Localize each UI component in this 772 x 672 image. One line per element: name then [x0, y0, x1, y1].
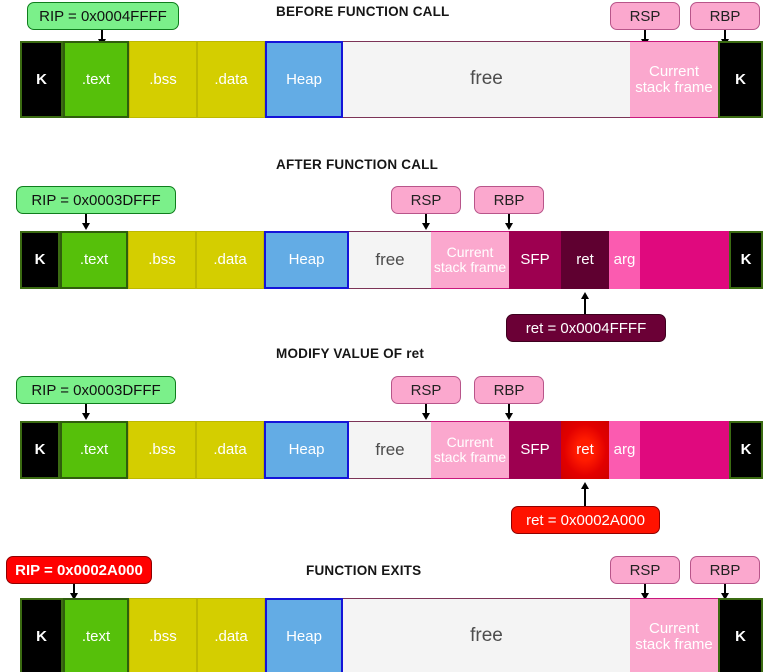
- rbp-pill-before: RBP: [690, 2, 760, 30]
- segment-ret-highlighted: ret: [561, 421, 609, 479]
- rbp-pill-after: RBP: [474, 186, 544, 214]
- ret-value-callout-modify: ret = 0x0002A000: [511, 506, 660, 534]
- segment-bss: .bss: [129, 41, 197, 118]
- segment-sfp: SFP: [509, 231, 561, 289]
- rsp-arrow-modify: [416, 404, 436, 420]
- segment-arg: arg: [609, 231, 640, 289]
- rip-arrow-after: [76, 214, 96, 230]
- segment-data: .data: [197, 41, 265, 118]
- segment-bss: .bss: [129, 598, 197, 672]
- segment-kernel-high: K: [729, 231, 763, 289]
- rip-pill-before: RIP = 0x0004FFFF: [27, 2, 179, 30]
- segment-kernel-low: K: [20, 421, 60, 479]
- rbp-pill-modify: RBP: [474, 376, 544, 404]
- rip-arrow-modify: [76, 404, 96, 420]
- rip-pill-modify: RIP = 0x0003DFFF: [16, 376, 176, 404]
- rbp-pill-exits: RBP: [690, 556, 760, 584]
- segment-bss: .bss: [128, 231, 196, 289]
- panel-title-after: AFTER FUNCTION CALL: [276, 157, 439, 172]
- segment-text: .text: [60, 231, 128, 289]
- segment-text: .text: [63, 598, 129, 672]
- rsp-pill-before: RSP: [610, 2, 680, 30]
- ret-callout-arrow-after: [575, 292, 595, 318]
- rsp-arrow-after: [416, 214, 436, 230]
- ret-callout-arrow-modify: [575, 482, 595, 508]
- segment-free: free: [343, 41, 630, 118]
- rsp-pill-after: RSP: [391, 186, 461, 214]
- segment-data: .data: [197, 598, 265, 672]
- rip-pill-after: RIP = 0x0003DFFF: [16, 186, 176, 214]
- panel-title-before: BEFORE FUNCTION CALL: [276, 4, 450, 19]
- rsp-pill-exits: RSP: [610, 556, 680, 584]
- segment-bss: .bss: [128, 421, 196, 479]
- rip-pill-exits: RIP = 0x0002A000: [6, 556, 152, 584]
- segment-current-stack-frame: Current stack frame: [431, 421, 509, 479]
- segment-current-stack-frame: Current stack frame: [630, 41, 718, 118]
- segment-kernel-high: K: [729, 421, 763, 479]
- panel-title-modify: MODIFY VALUE OF ret: [276, 346, 425, 361]
- segment-ret: ret: [561, 231, 609, 289]
- rbp-arrow-after: [499, 214, 519, 230]
- segment-sfp: SFP: [509, 421, 561, 479]
- segment-arg: arg: [609, 421, 640, 479]
- panel-title-exits: FUNCTION EXITS: [306, 563, 422, 578]
- segment-kernel-high: K: [718, 41, 763, 118]
- segment-kernel-low: K: [20, 231, 60, 289]
- segment-free: free: [343, 598, 630, 672]
- segment-data: .data: [196, 421, 264, 479]
- rip-arrow-exits: [64, 584, 84, 600]
- segment-current-stack-frame: Current stack frame: [630, 598, 718, 672]
- segment-stack-fill: [640, 231, 729, 289]
- memory-bar-modify: K .text .bss .data Heap free Current sta…: [20, 421, 763, 479]
- segment-text: .text: [60, 421, 128, 479]
- segment-text: .text: [63, 41, 129, 118]
- ret-value-callout-after: ret = 0x0004FFFF: [506, 314, 666, 342]
- segment-current-stack-frame: Current stack frame: [431, 231, 509, 289]
- segment-heap: Heap: [264, 231, 349, 289]
- memory-bar-before: K .text .bss .data Heap free Current sta…: [20, 41, 763, 118]
- rsp-arrow-exits: [635, 584, 655, 600]
- memory-bar-exits: K .text .bss .data Heap free Current sta…: [20, 598, 763, 672]
- rbp-arrow-exits: [715, 584, 735, 600]
- segment-free: free: [349, 421, 431, 479]
- segment-kernel-low: K: [20, 598, 63, 672]
- rsp-pill-modify: RSP: [391, 376, 461, 404]
- segment-kernel-high: K: [718, 598, 763, 672]
- segment-heap: Heap: [265, 41, 343, 118]
- segment-stack-fill: [640, 421, 729, 479]
- segment-heap: Heap: [265, 598, 343, 672]
- segment-data: .data: [196, 231, 264, 289]
- segment-free: free: [349, 231, 431, 289]
- memory-bar-after: K .text .bss .data Heap free Current sta…: [20, 231, 763, 289]
- segment-heap: Heap: [264, 421, 349, 479]
- rbp-arrow-modify: [499, 404, 519, 420]
- segment-kernel-low: K: [20, 41, 63, 118]
